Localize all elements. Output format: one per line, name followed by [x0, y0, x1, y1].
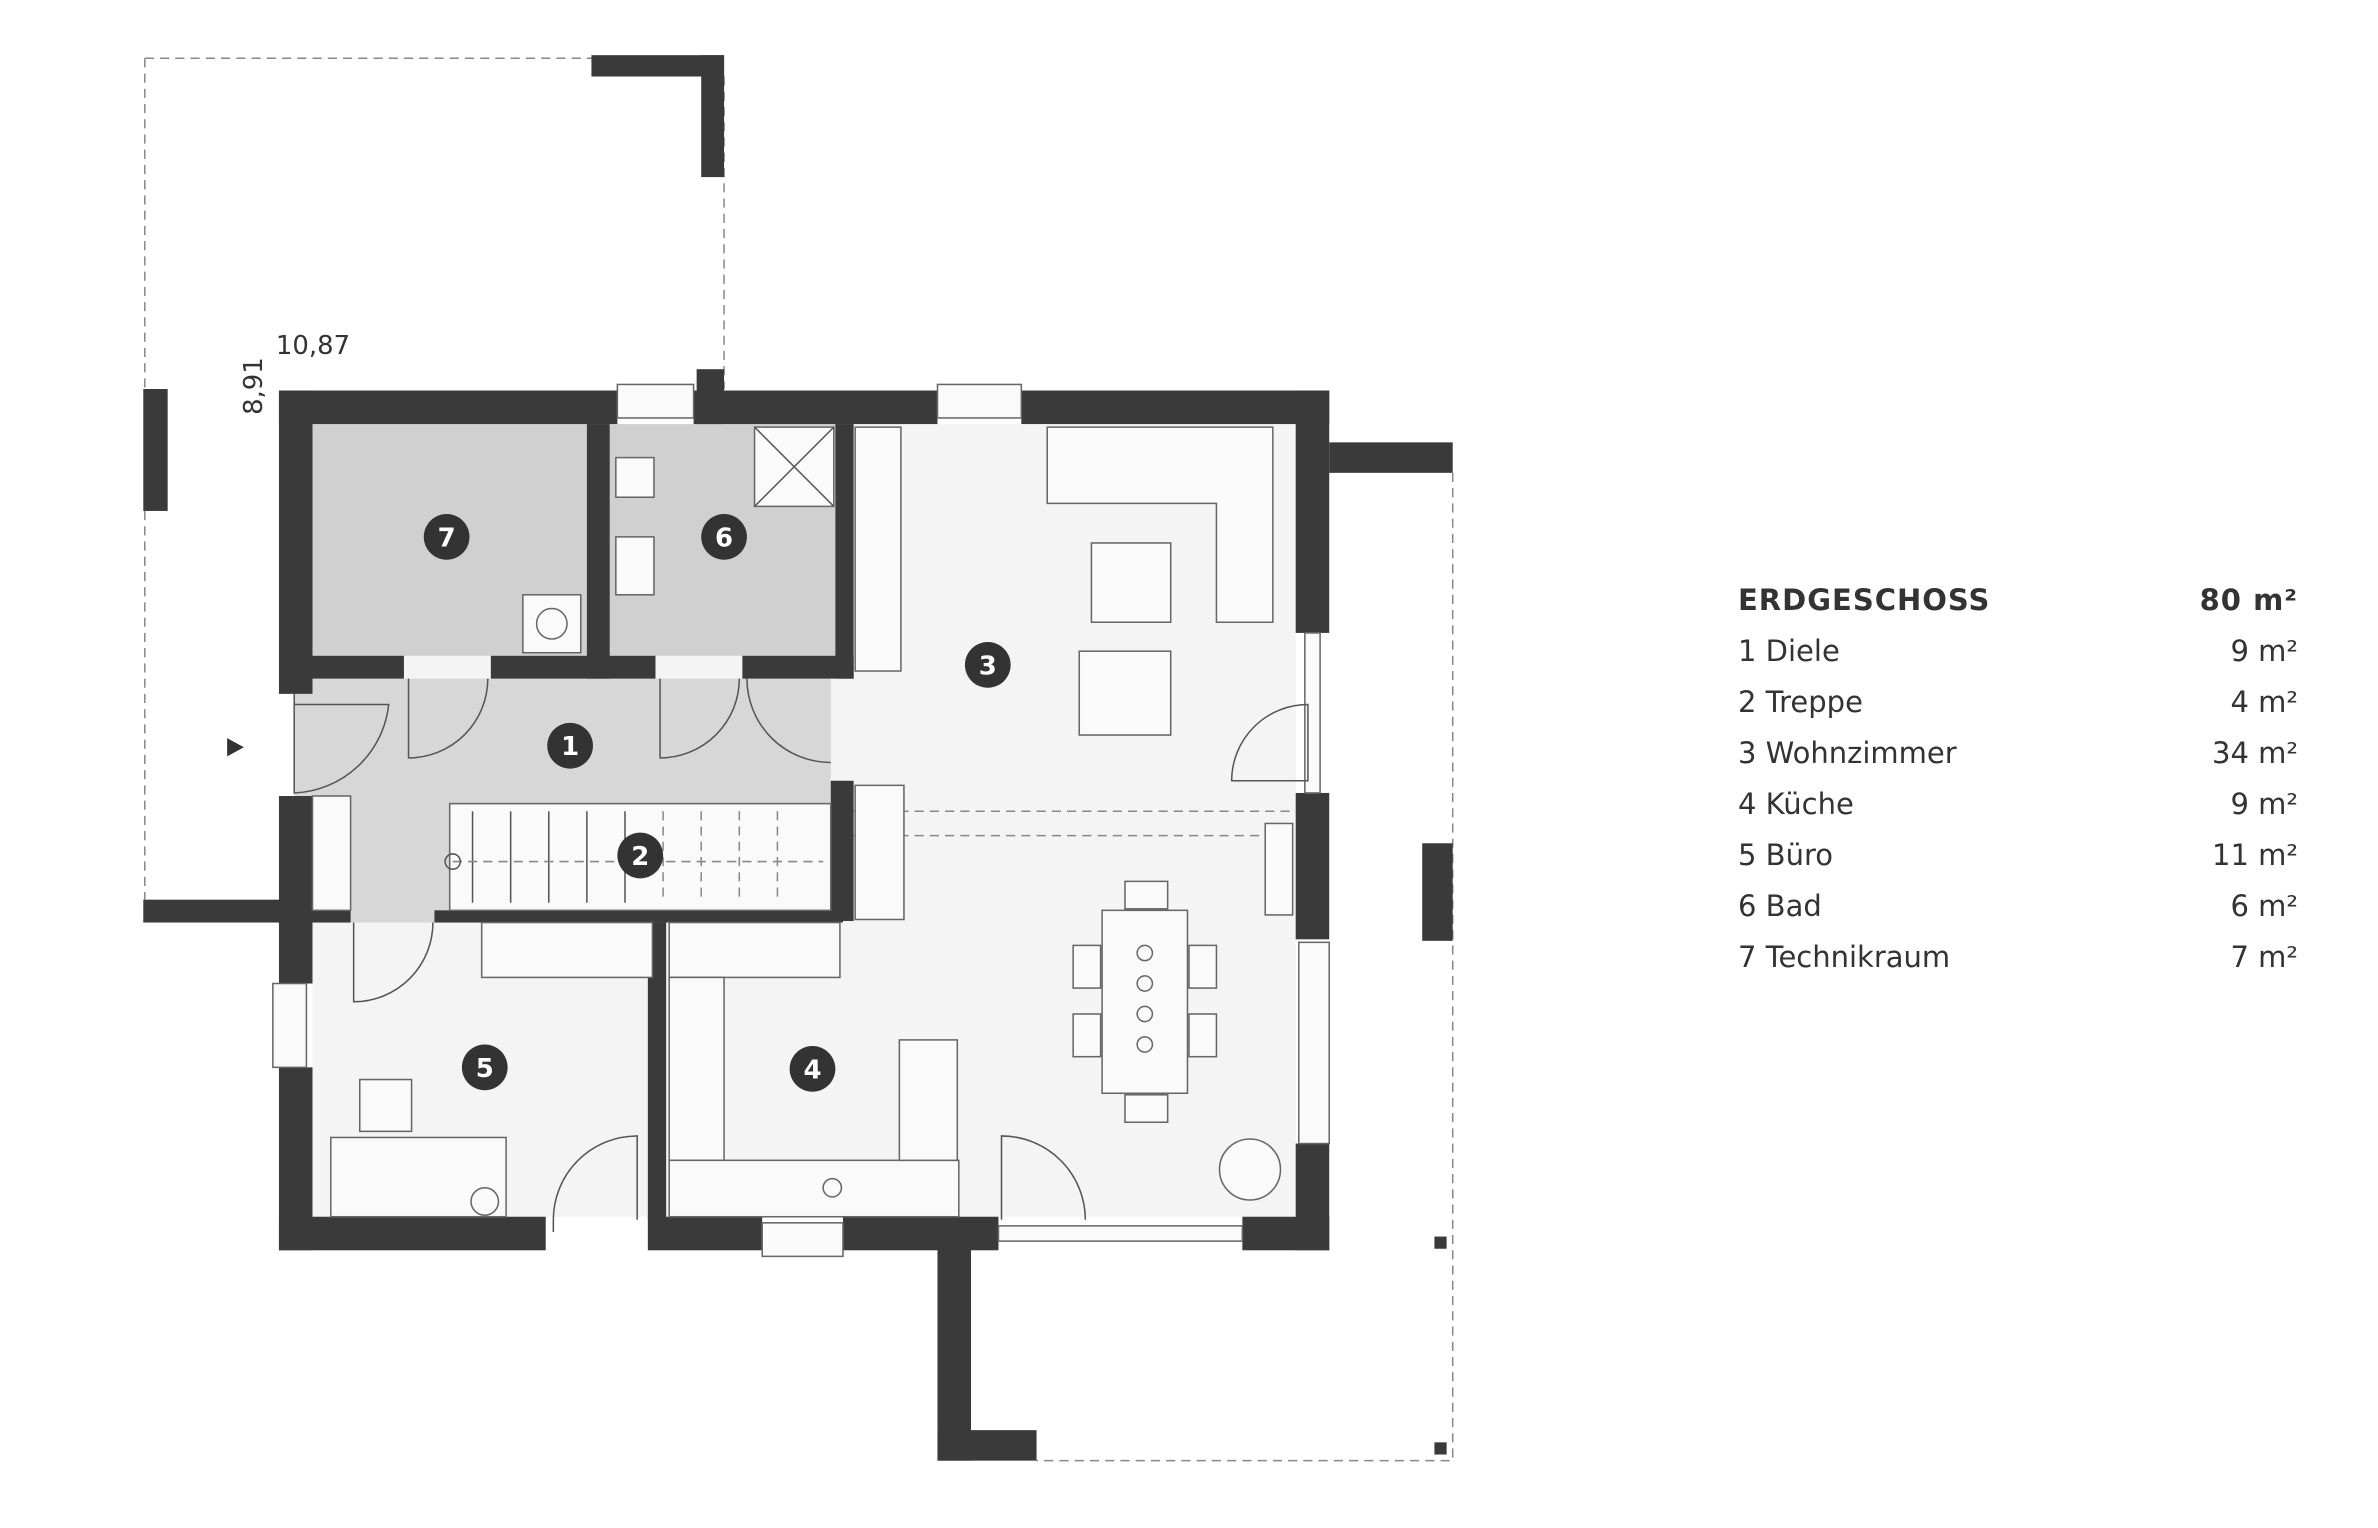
- room-name: 5 Büro: [1738, 838, 1833, 872]
- width-dimension: 10,87: [276, 331, 350, 361]
- door-swings: [293, 678, 1309, 1232]
- room-name: 6 Bad: [1738, 889, 1822, 923]
- svg-text:4: 4: [803, 1055, 821, 1085]
- room-badge-6: 6: [701, 514, 747, 560]
- room-area: 6 m²: [2230, 889, 2298, 923]
- svg-text:5: 5: [476, 1054, 494, 1084]
- room-area: 11 m²: [2212, 838, 2298, 872]
- floor-title: ERDGESCHOSS: [1738, 583, 1991, 617]
- room-badge-3: 3: [964, 642, 1011, 688]
- floor-total-area: 80 m²: [2199, 583, 2298, 617]
- interior-walls: [312, 424, 854, 1220]
- svg-text:6: 6: [715, 523, 733, 553]
- depth-dimension: 8,91: [239, 357, 269, 415]
- area-legend: ERDGESCHOSS 80 m² 1 Diele 9 m² 2 Treppe 4 …: [1738, 575, 2298, 983]
- legend-row: 2 Treppe 4 m²: [1738, 677, 2298, 728]
- room-area: 9 m²: [2230, 787, 2298, 821]
- entrance-arrow-icon: [227, 738, 244, 757]
- legend-row: 5 Büro 11 m²: [1738, 830, 2298, 881]
- legend-row: 4 Küche 9 m²: [1738, 779, 2298, 830]
- furniture: [311, 426, 1294, 1218]
- room-area: 34 m²: [2212, 736, 2298, 770]
- room-name: 3 Wohnzimmer: [1738, 736, 1957, 770]
- room-name: 4 Küche: [1738, 787, 1854, 821]
- upper-floor-line: [853, 810, 1296, 837]
- legend-header: ERDGESCHOSS 80 m²: [1738, 575, 2298, 626]
- room-name: 2 Treppe: [1738, 685, 1863, 719]
- room-badge-1: 1: [547, 722, 593, 769]
- legend-row: 7 Technikraum 7 m²: [1738, 932, 2298, 983]
- room-badge-2: 2: [617, 832, 664, 879]
- svg-text:2: 2: [631, 842, 649, 872]
- terrace-outline-north: [144, 57, 725, 900]
- windows: [272, 383, 1331, 1258]
- room-badge-5: 5: [461, 1044, 508, 1091]
- exterior-walls: [278, 390, 1330, 1251]
- svg-text:1: 1: [561, 732, 579, 762]
- terrace-outline-east: [1036, 472, 1454, 1462]
- room-badge-7: 7: [423, 514, 470, 560]
- room-area: 4 m²: [2230, 685, 2298, 719]
- room-area: 7 m²: [2230, 940, 2298, 974]
- svg-text:7: 7: [438, 523, 456, 553]
- room-name: 7 Technikraum: [1738, 940, 1951, 974]
- room-area: 9 m²: [2230, 634, 2298, 668]
- legend-row: 1 Diele 9 m²: [1738, 626, 2298, 677]
- staircase: [444, 802, 832, 912]
- room-name: 1 Diele: [1738, 634, 1840, 668]
- legend-row: 3 Wohnzimmer 34 m²: [1738, 728, 2298, 779]
- svg-text:3: 3: [979, 651, 997, 681]
- room-badge-4: 4: [789, 1046, 836, 1092]
- legend-row: 6 Bad 6 m²: [1738, 881, 2298, 932]
